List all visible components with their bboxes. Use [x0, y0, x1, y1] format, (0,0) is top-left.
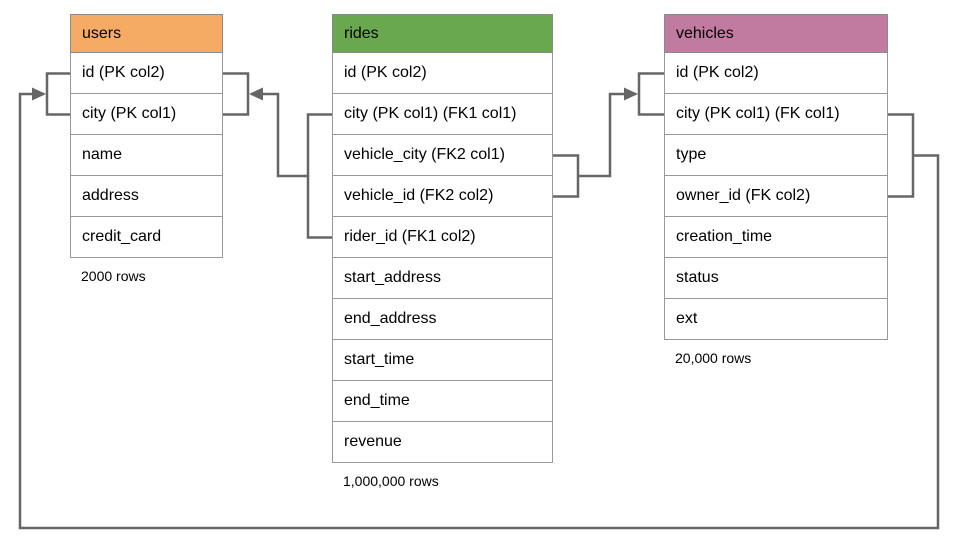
- table-rides-rows: id (PK col2)city (PK col1) (FK1 col1)veh…: [332, 53, 553, 463]
- table-row-start_address: start_address: [332, 258, 553, 299]
- table-rides-rowcount: 1,000,000 rows: [343, 473, 439, 489]
- table-row-city: city (PK col1) (FK1 col1): [332, 94, 553, 135]
- table-row-status: status: [664, 258, 888, 299]
- table-rides-header: rides: [332, 14, 553, 53]
- table-row-revenue: revenue: [332, 422, 553, 463]
- rides-to-users-line: [251, 92, 308, 178]
- table-users-rowcount: 2000 rows: [81, 268, 146, 284]
- table-row-start_time: start_time: [332, 340, 553, 381]
- table-row-city: city (PK col1): [70, 94, 223, 135]
- table-row-end_time: end_time: [332, 381, 553, 422]
- rides-to-vehicles-line: [578, 92, 636, 178]
- vehicles-fk-bracket: [888, 113, 915, 198]
- table-rides-title: rides: [344, 24, 379, 42]
- table-vehicles-title: vehicles: [676, 24, 734, 42]
- table-vehicles: vehicles id (PK col2)city (PK col1) (FK …: [664, 14, 888, 366]
- table-row-address: address: [70, 176, 223, 217]
- table-row-owner_id: owner_id (FK col2): [664, 176, 888, 217]
- table-row-id: id (PK col2): [332, 53, 553, 94]
- table-users-title: users: [82, 24, 122, 42]
- table-row-ext: ext: [664, 299, 888, 340]
- table-row-name: name: [70, 135, 223, 176]
- rides-to-vehicles-arrowhead: [624, 87, 638, 101]
- table-users-header: users: [70, 14, 223, 53]
- table-rides: rides id (PK col2)city (PK col1) (FK1 co…: [332, 14, 553, 489]
- table-row-vehicle_id: vehicle_id (FK2 col2): [332, 176, 553, 217]
- table-row-id: id (PK col2): [70, 53, 223, 94]
- table-vehicles-rows: id (PK col2)city (PK col1) (FK col1)type…: [664, 53, 888, 340]
- table-row-city: city (PK col1) (FK col1): [664, 94, 888, 135]
- table-row-id: id (PK col2): [664, 53, 888, 94]
- rides-to-users-arrowhead: [249, 87, 263, 101]
- rides-fk1-bracket: [306, 113, 332, 239]
- users-pk-bracket: [223, 72, 250, 116]
- relationship-rides-to-vehicles: [553, 72, 664, 198]
- relationship-rides-to-users: [223, 72, 332, 239]
- table-row-vehicle_city: vehicle_city (FK2 col1): [332, 135, 553, 176]
- table-row-type: type: [664, 135, 888, 176]
- vehicles-pk-bracket: [637, 72, 664, 116]
- table-row-end_address: end_address: [332, 299, 553, 340]
- table-vehicles-rowcount: 20,000 rows: [675, 350, 752, 366]
- users-pk-bracket-left: [45, 72, 70, 116]
- rides-fk2-bracket: [553, 154, 580, 198]
- table-row-credit_card: credit_card: [70, 217, 223, 258]
- vehicles-to-users-arrowhead: [32, 87, 46, 101]
- table-row-creation_time: creation_time: [664, 217, 888, 258]
- relationship-vehicles-to-users: [18, 72, 940, 530]
- table-vehicles-header: vehicles: [664, 14, 888, 53]
- vehicles-to-users-line: [18, 92, 940, 530]
- table-row-rider_id: rider_id (FK1 col2): [332, 217, 553, 258]
